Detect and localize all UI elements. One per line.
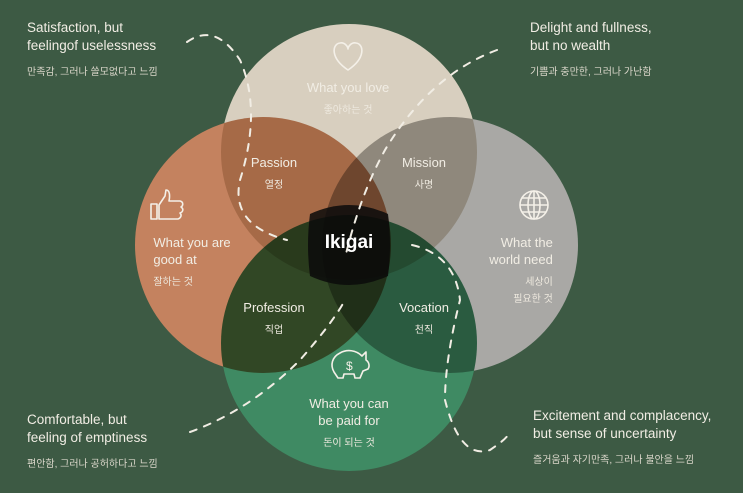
label-ko: 천직 xyxy=(414,325,434,336)
label-en-line1: What you are xyxy=(153,235,231,250)
label-en-line1: What you can xyxy=(309,396,389,411)
thumbs-up-icon xyxy=(150,189,184,220)
heart-icon xyxy=(333,42,363,71)
dashed-line-bottom-right xyxy=(411,244,509,453)
label-en: What you love xyxy=(306,80,390,95)
note-top-left: Satisfaction, but feelingof uselessness … xyxy=(27,19,158,78)
label-en-line1: What the xyxy=(500,235,553,250)
label-profession: Profession 직업 xyxy=(243,299,304,336)
label-what-you-can-be-paid-for: What you can be paid for 돈이 되는 것 xyxy=(309,395,389,449)
label-mission: Mission 사명 xyxy=(402,154,446,191)
note-en-line2: feeling of emptiness xyxy=(27,430,148,445)
note-ko: 만족감, 그러나 쓸모없다고 느낌 xyxy=(27,67,158,78)
label-ko: 잘하는 것 xyxy=(153,277,193,288)
note-en-line1: Satisfaction, but xyxy=(27,20,124,35)
label-passion: Passion 열정 xyxy=(251,154,297,191)
label-what-you-are-good-at: What you are good at 잘하는 것 xyxy=(153,234,230,288)
note-bottom-right: Excitement and complacency, but sense of… xyxy=(533,407,711,466)
label-en-line2: world need xyxy=(489,252,553,267)
note-ko: 즐거움과 자기만족, 그러나 불안을 느낌 xyxy=(533,455,695,466)
label-en: Mission xyxy=(401,155,447,170)
label-ko: 좋아하는 것 xyxy=(323,105,373,116)
circle-what-you-can-be-paid-for xyxy=(221,215,477,471)
label-what-you-love: What you love 좋아하는 것 xyxy=(307,79,389,116)
label-ko-line2: 필요한 것 xyxy=(513,294,553,305)
svg-text:$: $ xyxy=(346,359,353,373)
note-bottom-left: Comfortable, but feeling of emptiness 편안… xyxy=(27,411,158,470)
label-ko-line1: 세상이 xyxy=(525,277,553,288)
note-en-line1: Delight and fullness, xyxy=(530,20,652,35)
dashed-line-bottom-left xyxy=(189,297,347,433)
note-en-line1: Comfortable, but xyxy=(27,412,127,427)
label-en: Vocation xyxy=(399,300,449,315)
note-en-line2: but sense of uncertainty xyxy=(533,426,677,441)
note-en-line2: but no wealth xyxy=(530,38,611,53)
note-en-line1: Excitement and complacency, xyxy=(533,408,712,423)
label-en-line2: be paid for xyxy=(318,413,380,428)
dashed-line-top-right xyxy=(344,49,498,259)
piggy-bank-icon: $ xyxy=(331,349,370,379)
label-ko: 열정 xyxy=(264,180,284,191)
label-en: Passion xyxy=(250,155,298,170)
label-en-line2: good at xyxy=(153,252,197,267)
label-ikigai: Ikigai xyxy=(324,232,374,253)
label-what-the-world-needs: What the world need 세상이 필요한 것 xyxy=(489,234,553,305)
dashed-connector-lines xyxy=(186,34,509,453)
note-ko: 기쁨과 충만한, 그러나 가난함 xyxy=(530,67,652,78)
dashed-line-top-left xyxy=(186,34,288,241)
label-vocation: Vocation 천직 xyxy=(399,299,449,336)
label-en: Profession xyxy=(243,300,305,315)
note-ko: 편안함, 그러나 공허하다고 느낌 xyxy=(27,459,158,470)
label-ko: 직업 xyxy=(264,325,284,336)
label-ko: 사명 xyxy=(414,180,434,191)
label-ko: 돈이 되는 것 xyxy=(323,438,375,449)
globe-icon xyxy=(519,190,549,220)
note-en-line2: feelingof uselessness xyxy=(27,38,157,53)
note-top-right: Delight and fullness, but no wealth 기쁨과 … xyxy=(530,19,652,78)
